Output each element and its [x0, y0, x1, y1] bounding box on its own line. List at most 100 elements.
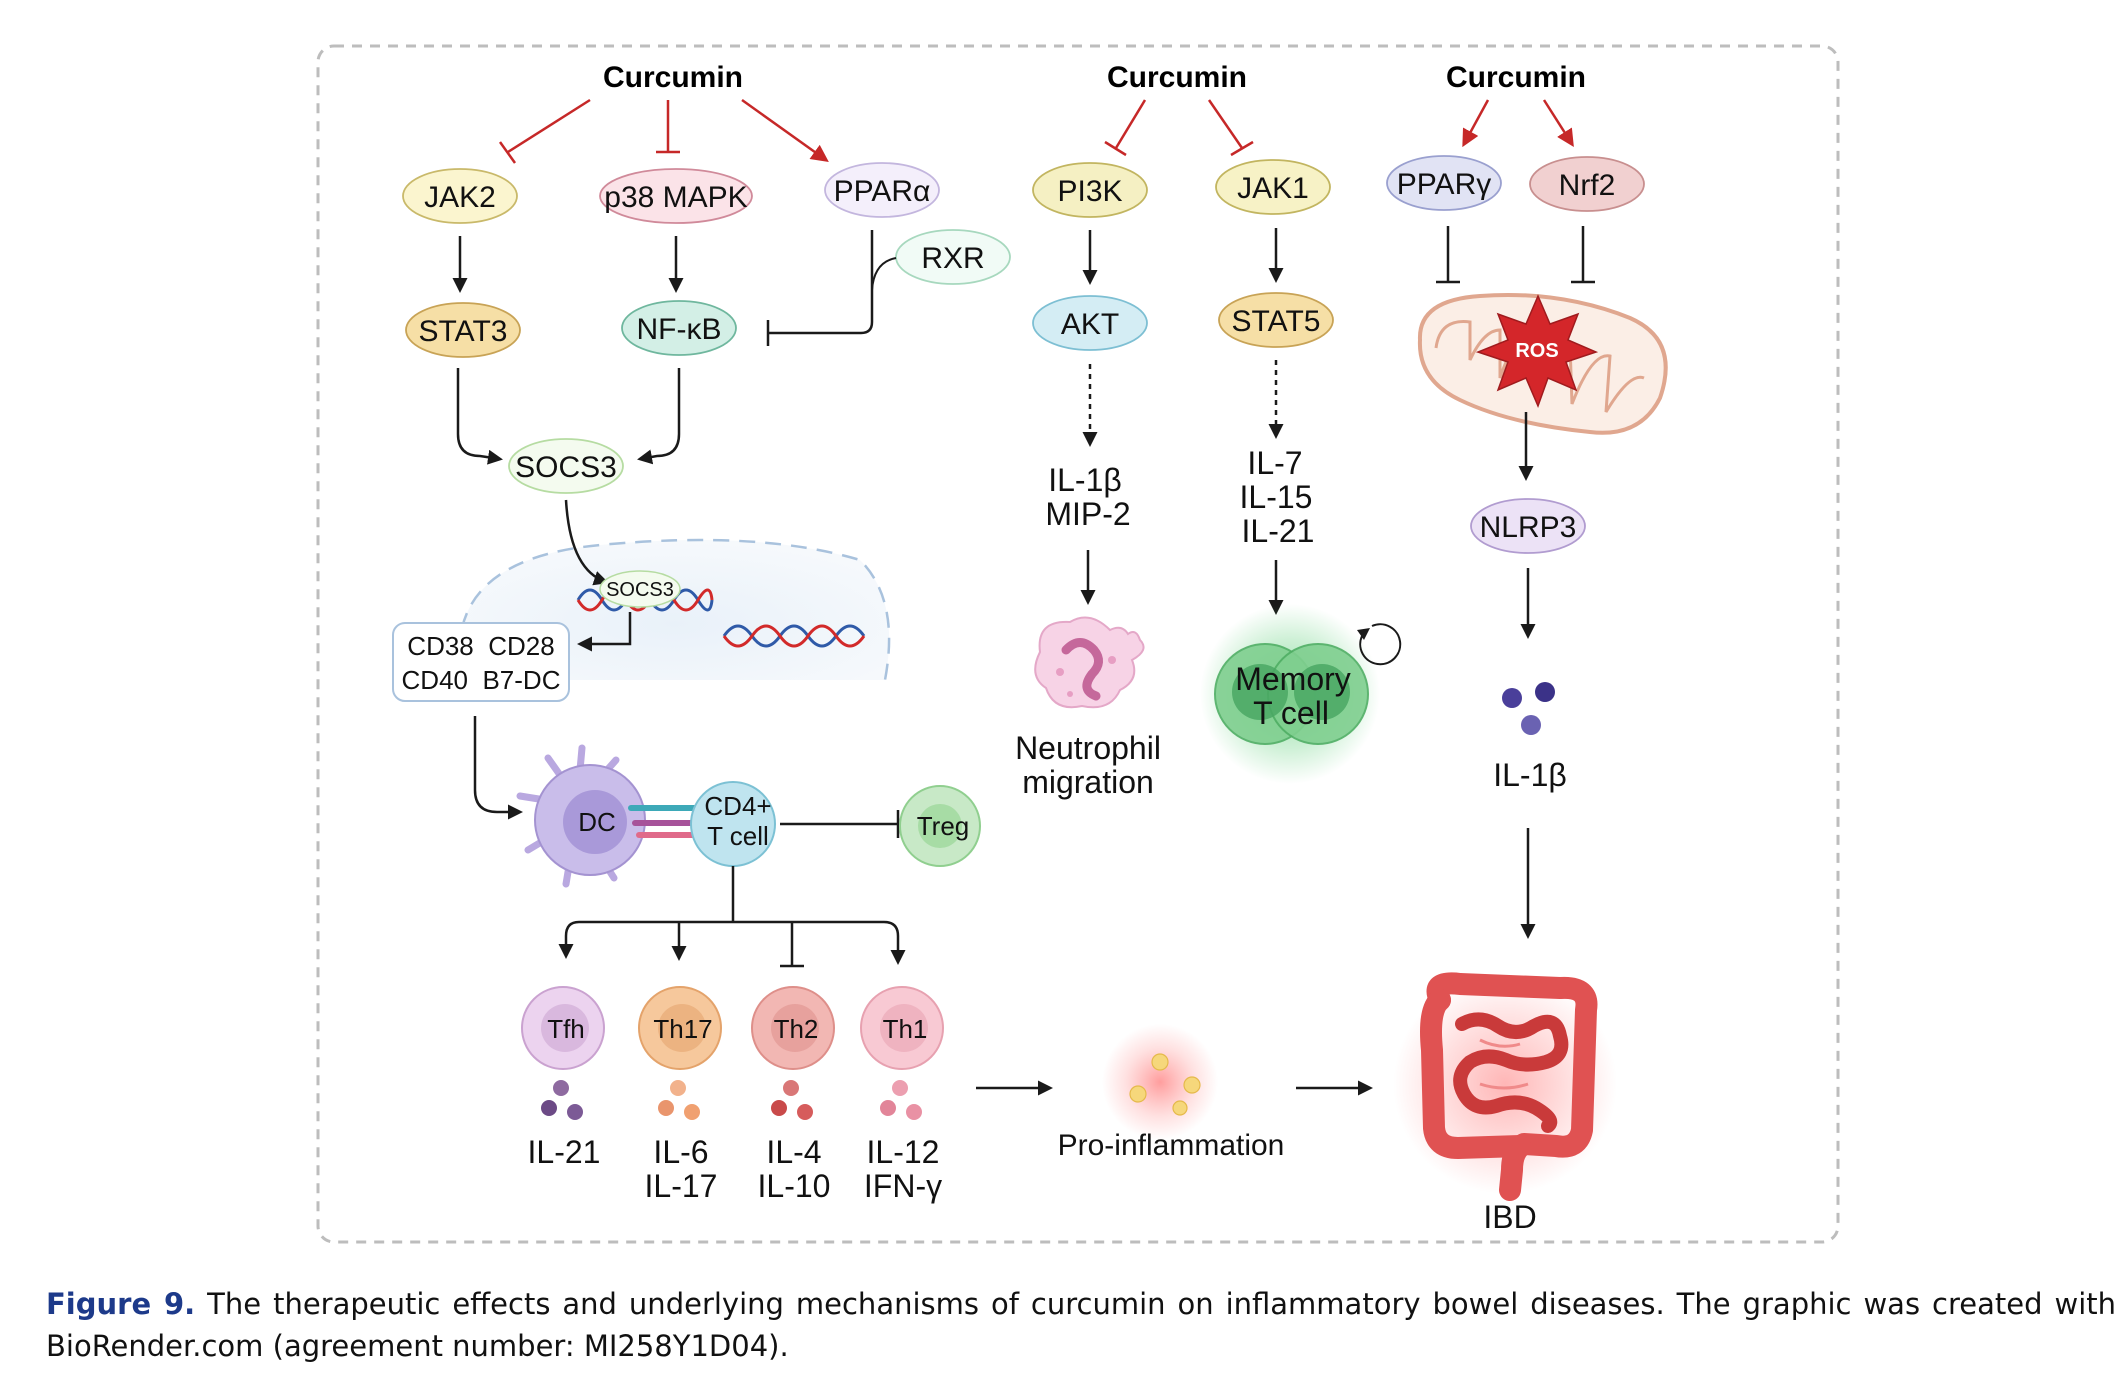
dendritic-cell: DC	[516, 744, 646, 888]
curcumin-label-right: Curcumin	[1446, 61, 1586, 94]
p38-node	[599, 168, 753, 224]
ppara-label: PPARα	[834, 175, 931, 208]
dna-strand-2	[722, 624, 866, 648]
dc-label: DC	[578, 807, 616, 837]
neutrophil-label-2: migration	[1022, 764, 1154, 800]
pro-inflammation-label: Pro-inflammation	[1058, 1129, 1285, 1162]
memory-label-2: T cell	[1253, 695, 1329, 731]
cytokine-dot	[892, 1080, 908, 1096]
jak1-node	[1215, 159, 1331, 215]
nfkb-node	[621, 300, 737, 356]
figure-caption: Figure 9. The therapeutic effects and un…	[46, 1283, 2116, 1367]
left-panel: Curcumin JAK2 p38 MAPK PPARα RXR STAT3	[392, 61, 1373, 1204]
ppara-node	[824, 162, 940, 218]
middle-panel: Curcumin PI3K JAK1 AKT STAT5 IL-1β MIP-2…	[1015, 61, 1402, 800]
socs3-node	[508, 438, 624, 494]
ros-label: ROS	[1515, 340, 1558, 362]
pi3k-node	[1032, 162, 1148, 218]
gene-line-2: CD40 B7-DC	[402, 665, 561, 695]
right-panel: Curcumin PPARγ Nrf2 ROS NLRP3 IL-	[1386, 61, 1668, 1235]
jak2-label: JAK2	[424, 181, 496, 214]
jak1-label: JAK1	[1237, 172, 1309, 205]
ibd-label: IBD	[1483, 1199, 1536, 1235]
cytokine-dot	[684, 1104, 700, 1120]
subset-tfh-cytokine: IL-21	[528, 1134, 601, 1170]
gene-box	[392, 622, 570, 702]
jak2-node	[402, 168, 518, 224]
cytokine-dot	[771, 1100, 787, 1116]
p38-label: p38 MAPK	[604, 181, 747, 214]
subset-th17-cytokine: IL-6	[653, 1134, 708, 1170]
ros-burst-icon: ROS	[1475, 294, 1599, 409]
il-left-2: MIP-2	[1045, 496, 1130, 532]
rxr-label: RXR	[921, 242, 984, 275]
cd4-label-2: T cell	[707, 821, 769, 851]
subset-th2-label: Th2	[774, 1014, 819, 1044]
subset-th17-label: Th17	[653, 1014, 712, 1044]
stat5-label: STAT5	[1232, 305, 1321, 338]
memory-t-cell-icon	[1200, 604, 1402, 784]
pparg-node	[1386, 155, 1502, 211]
treg-label: Treg	[917, 811, 970, 841]
cytokine-dot	[658, 1100, 674, 1116]
il1b-dots	[1502, 682, 1555, 735]
curcumin-label-middle: Curcumin	[1107, 61, 1247, 94]
subset-th1-label: Th1	[883, 1014, 928, 1044]
stat3-node	[405, 302, 521, 358]
il-right-2: IL-15	[1240, 479, 1313, 515]
akt-label: AKT	[1061, 308, 1119, 341]
il-right-1: IL-7	[1247, 445, 1302, 481]
inhibit-nfkb	[768, 230, 874, 335]
pparg-label: PPARγ	[1397, 168, 1491, 201]
activate-ppara	[741, 98, 829, 163]
cytokine-dot	[553, 1080, 569, 1096]
figure-label: Figure 9.	[46, 1287, 196, 1321]
il-left-1: IL-1β	[1048, 462, 1122, 498]
subset-th17-cytokine: IL-17	[645, 1168, 718, 1204]
cytokine-dot	[906, 1104, 922, 1120]
subset-th2-cytokine: IL-10	[758, 1168, 831, 1204]
cytokine-dot	[670, 1080, 686, 1096]
subset-th2-cytokine: IL-4	[766, 1134, 821, 1170]
curcumin-label-left: Curcumin	[603, 61, 743, 94]
receptor-pairs	[628, 805, 698, 838]
socs3-label: SOCS3	[515, 451, 617, 484]
diagram-border	[316, 44, 1840, 1244]
pro-inflammation-glow	[1102, 1024, 1218, 1140]
cytokine-dot	[567, 1104, 583, 1120]
pi3k-label: PI3K	[1057, 175, 1122, 208]
neutrophil-label-1: Neutrophil	[1015, 730, 1161, 766]
il-right-3: IL-21	[1242, 513, 1315, 549]
cytokine-dot	[880, 1100, 896, 1116]
nrf2-label: Nrf2	[1559, 169, 1616, 202]
rxr-node	[895, 229, 1011, 285]
inhibit-jak2	[507, 98, 591, 154]
il1b-label: IL-1β	[1493, 757, 1567, 793]
colon-icon	[1393, 972, 1617, 1201]
cytokine-dot	[797, 1104, 813, 1120]
nlrp3-node	[1470, 498, 1586, 554]
neutrophil-icon	[1034, 616, 1145, 709]
figure-caption-text: The therapeutic effects and underlying m…	[46, 1287, 2116, 1363]
subset-tfh-label: Tfh	[547, 1014, 585, 1044]
nrf2-node	[1529, 156, 1645, 212]
memory-label-1: Memory	[1235, 661, 1351, 697]
nfkb-label: NF-κB	[637, 313, 722, 346]
gene-line-1: CD38 CD28	[407, 631, 554, 661]
socs3-nuclear-label: SOCS3	[606, 579, 674, 601]
subset-th1-cytokine: IL-12	[867, 1134, 940, 1170]
cd4-label-1: CD4+	[704, 791, 771, 821]
subset-th1-cytokine: IFN-γ	[864, 1168, 942, 1204]
akt-node	[1032, 295, 1148, 351]
stat5-node	[1218, 292, 1334, 348]
nlrp3-label: NLRP3	[1480, 511, 1577, 544]
stat3-label: STAT3	[419, 315, 508, 348]
cytokine-dot	[541, 1100, 557, 1116]
socs3-nuclear-node	[599, 570, 681, 608]
